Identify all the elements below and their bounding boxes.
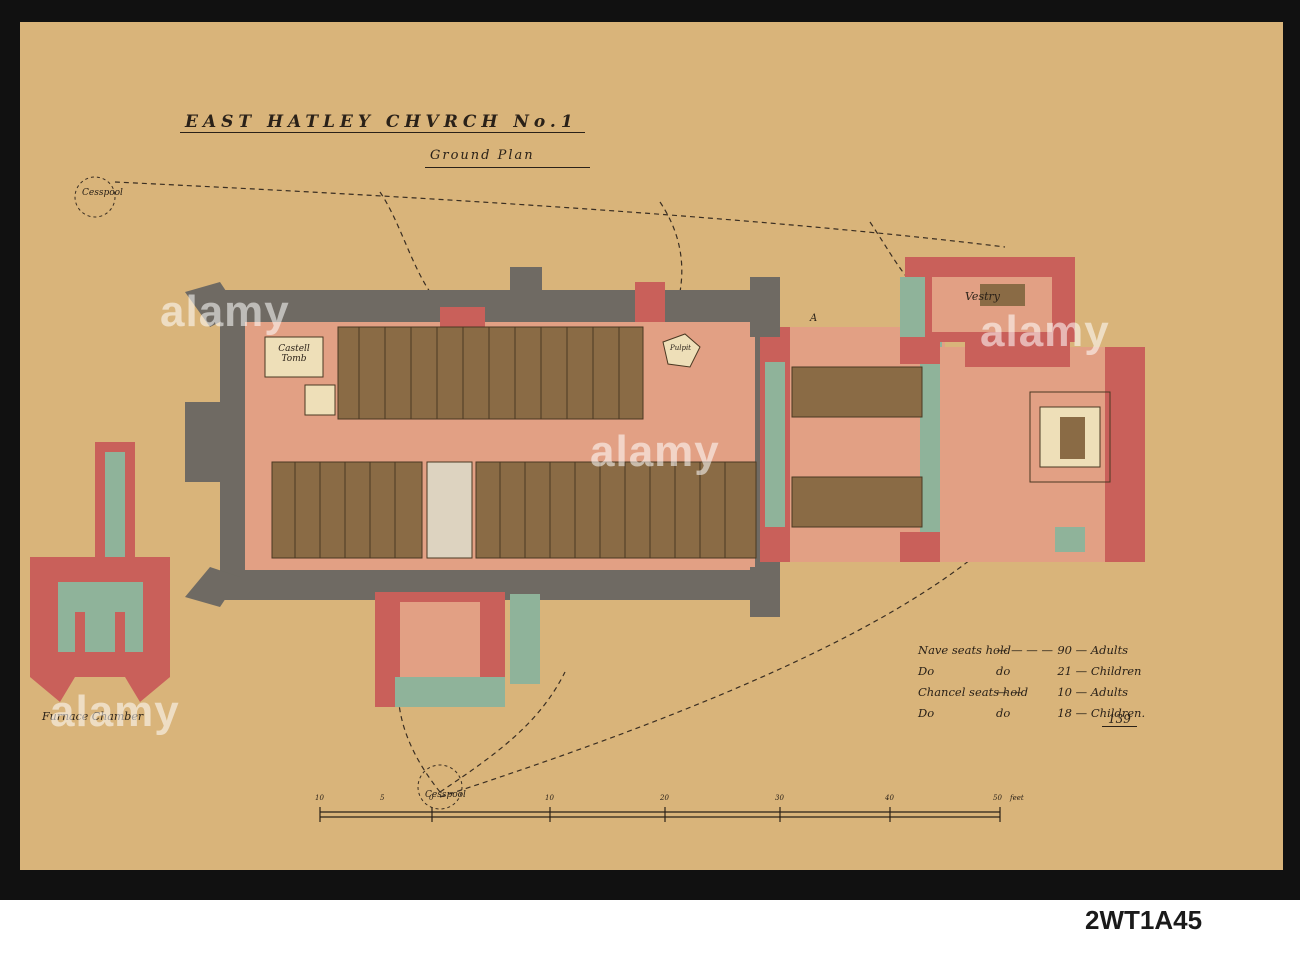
mark-a-label: A <box>810 313 818 324</box>
scale-tick-2: 0 <box>429 794 434 802</box>
pulpit-label: Pulpit <box>670 344 691 352</box>
scale-unit: feet <box>1010 794 1024 802</box>
vestry-label: Vestry <box>965 290 1000 303</box>
stock-image-id: 2WT1A45 <box>1085 905 1203 935</box>
scale-tick-5: 30 <box>775 794 784 802</box>
watermark: alamy <box>590 427 720 476</box>
scale-tick-3: 10 <box>545 794 554 802</box>
title-underline <box>180 132 585 133</box>
scale-tick-6: 40 <box>885 794 894 802</box>
drawing-title: EAST HATLEY CHVRCH No.1 <box>185 112 578 132</box>
ground-plan-drawing <box>30 176 1145 822</box>
drawing-sheet: EAST HATLEY CHVRCH No.1 Ground Plan Cess… <box>20 22 1283 870</box>
furnace-chamber-label: Furnace Chamber <box>42 710 144 723</box>
scale-tick-7: 50 <box>993 794 1002 802</box>
drawing-subtitle: Ground Plan <box>430 148 535 163</box>
scale-tick-0: 10 <box>315 794 324 802</box>
watermark: alamy <box>980 307 1110 356</box>
cesspool-top-label: Cesspool <box>82 188 123 198</box>
watermark: alamy <box>50 687 180 736</box>
subtitle-underline <box>425 167 590 168</box>
footer-strip <box>0 900 1300 978</box>
watermark: alamy <box>160 287 290 336</box>
seating-total: 139 <box>1102 712 1137 727</box>
cesspool-bottom-label: Cesspool <box>425 790 466 800</box>
seating-row-1: Nave seats hold— — — —90 — Adults <box>918 643 1129 657</box>
scale-tick-1: 5 <box>380 794 385 802</box>
seating-row-3: Chancel seats hold— —10 — Adults <box>918 685 1129 699</box>
scale-tick-4: 20 <box>660 794 669 802</box>
castell-tomb-label: Castell Tomb <box>278 344 310 364</box>
